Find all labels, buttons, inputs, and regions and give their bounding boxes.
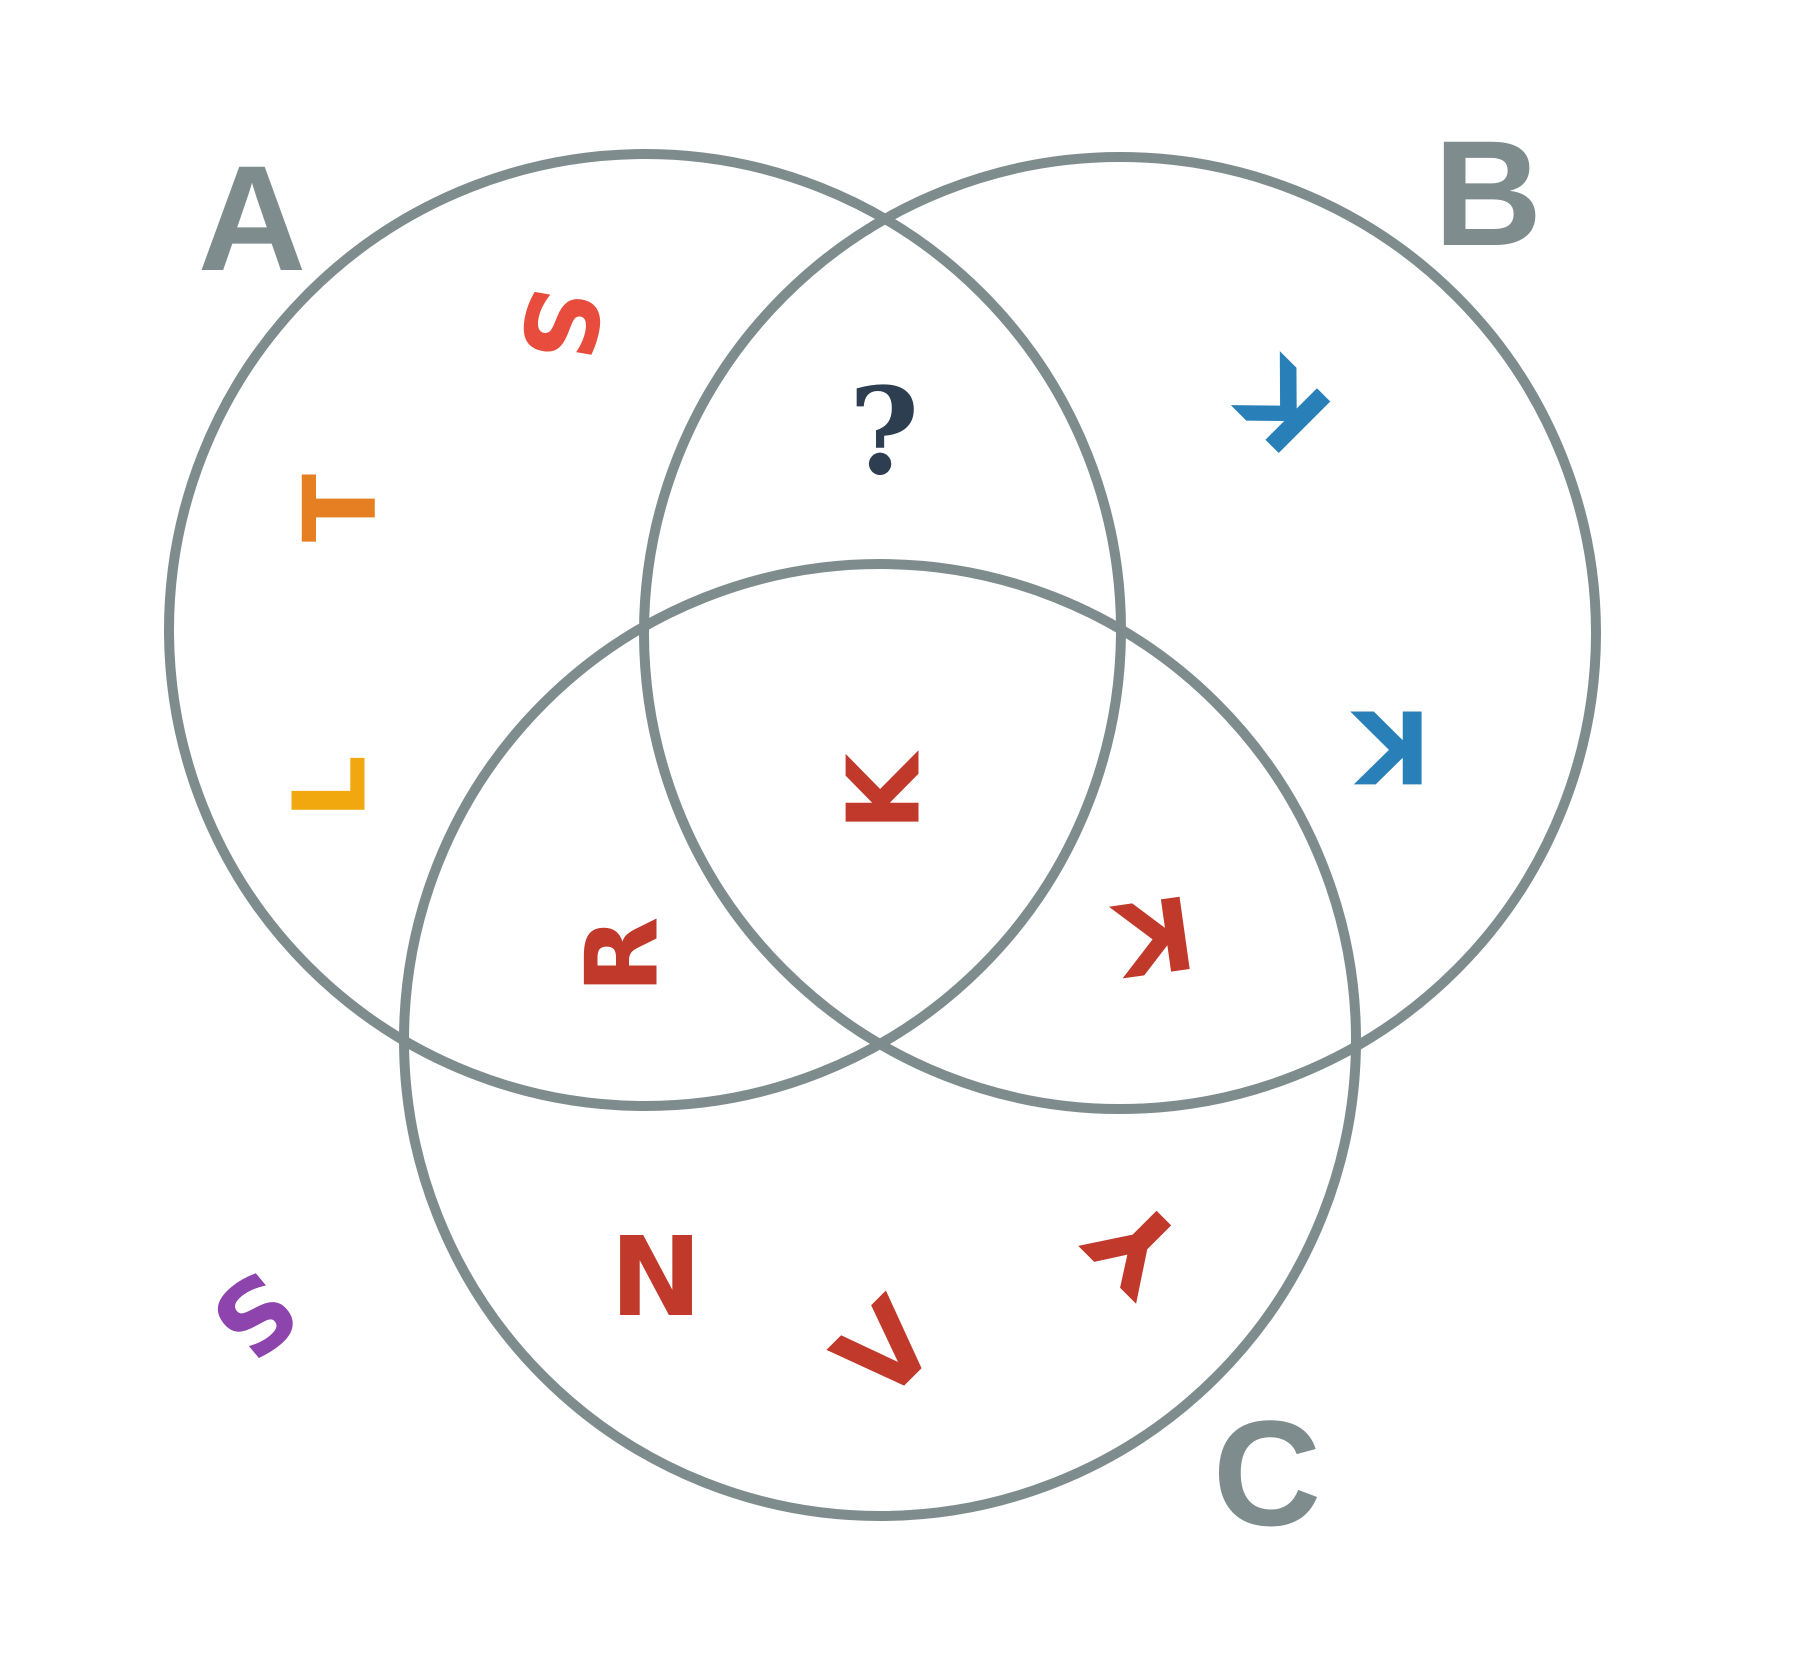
circle-c [399,559,1361,1521]
letter-b-and-c: K [1105,872,1201,999]
letter-a-only-3: L [272,755,389,819]
set-label-c: C [1213,1389,1321,1557]
letter-outside: S [189,1247,319,1383]
letter-a-and-b: ? [849,362,919,503]
letter-a-only-1: S [496,279,624,370]
letter-a-b-c: K [826,750,943,831]
letter-c-only-2: V [811,1275,962,1426]
letter-b-only-2: K [1350,688,1431,805]
letter-b-only-1: K [1214,334,1354,474]
letter-c-only-3: Y [1063,1171,1212,1320]
circle-b [639,152,1601,1114]
letter-a-only-2: T [282,474,399,542]
set-label-b: B [1434,109,1542,277]
letter-a-and-c: R [564,916,681,993]
set-label-a: A [198,134,306,302]
letter-c-only-1: N [610,1213,702,1341]
